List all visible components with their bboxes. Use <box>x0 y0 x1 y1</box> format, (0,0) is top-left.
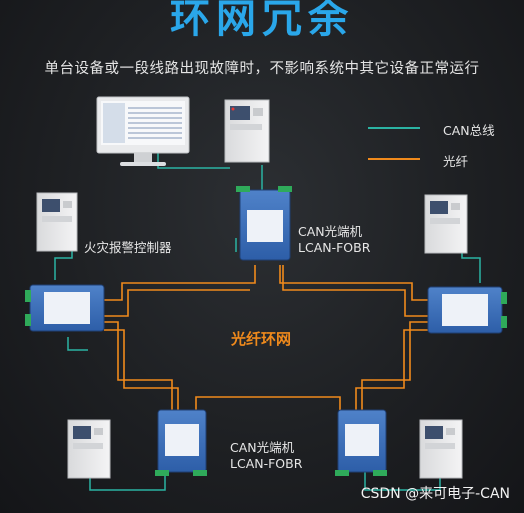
page-title: 环网冗余 <box>170 0 354 42</box>
watermark: CSDN @来可电子-CAN <box>360 486 510 502</box>
can-converter-left <box>25 284 105 332</box>
fire-alarm-panel-bottom-left <box>67 419 111 479</box>
computer-monitor-icon <box>96 96 190 166</box>
fire-panel-label: 火灾报警控制器 <box>84 240 172 255</box>
bottom-device-name: CAN光端机 <box>230 440 295 455</box>
legend-can-label: CAN总线 <box>443 123 495 138</box>
fire-alarm-panel-top <box>224 99 270 163</box>
bottom-device-model: LCAN-FOBR <box>230 456 303 471</box>
top-device-model: LCAN-FOBR <box>298 240 371 255</box>
fire-alarm-panel-right <box>424 194 468 254</box>
fire-alarm-panel-bottom-right <box>419 419 463 479</box>
can-converter-top <box>236 186 292 261</box>
can-bus-lines <box>54 150 481 491</box>
top-device-name: CAN光端机 <box>298 224 363 239</box>
can-converter-bottom-left <box>155 409 207 476</box>
can-converter-right <box>427 286 507 334</box>
page-subtitle: 单台设备或一段线路出现故障时，不影响系统中其它设备正常运行 <box>44 61 480 77</box>
fiber-ring-label: 光纤环网 <box>231 330 292 348</box>
legend-fiber-label: 光纤 <box>443 154 469 169</box>
fiber-ring <box>104 265 428 410</box>
can-converter-bottom-right <box>335 409 387 476</box>
fire-alarm-panel-left <box>36 192 78 252</box>
